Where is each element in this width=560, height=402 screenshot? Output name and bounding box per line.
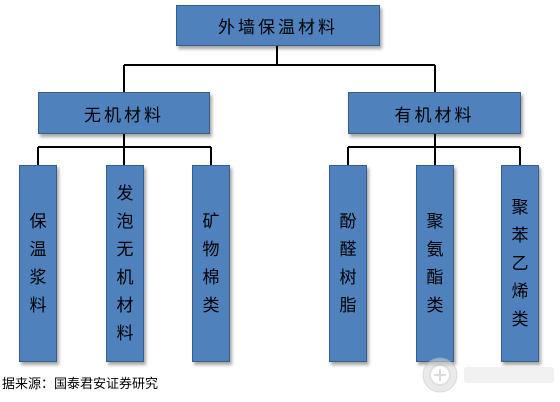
leaf-node-insulation-mortar: 保温浆料 xyxy=(19,165,57,362)
leaf-node-label: 聚苯乙烯类 xyxy=(511,197,529,330)
leaf-node-label: 聚氨酯类 xyxy=(426,211,444,316)
watermark-logo xyxy=(420,352,560,398)
leaf-node-label: 发泡无机材料 xyxy=(116,183,134,344)
group-node-organic: 有机材料 xyxy=(348,92,521,134)
group-node-inorganic: 无机材料 xyxy=(38,92,210,134)
leaf-node-label: 酚醛树脂 xyxy=(339,211,357,316)
root-node-label: 外墙保温材料 xyxy=(218,18,338,38)
group-node-inorganic-label: 无机材料 xyxy=(84,105,164,126)
leaf-node-phenolic-resin: 酚醛树脂 xyxy=(329,165,367,362)
leaf-node-label: 保温浆料 xyxy=(29,211,47,316)
leaf-node-foamed-inorganic: 发泡无机材料 xyxy=(106,165,144,362)
leaf-node-mineral-wool: 矿物棉类 xyxy=(192,165,230,362)
leaf-node-polystyrene: 聚苯乙烯类 xyxy=(501,165,539,362)
watermark-logo-icon xyxy=(422,357,554,393)
root-node: 外墙保温材料 xyxy=(176,5,380,46)
group-node-organic-label: 有机材料 xyxy=(394,105,475,126)
leaf-node-polyurethane: 聚氨酯类 xyxy=(416,165,454,362)
leaf-node-label: 矿物棉类 xyxy=(202,211,220,316)
source-note: 据来源：国泰君安证券研究 xyxy=(2,377,159,392)
